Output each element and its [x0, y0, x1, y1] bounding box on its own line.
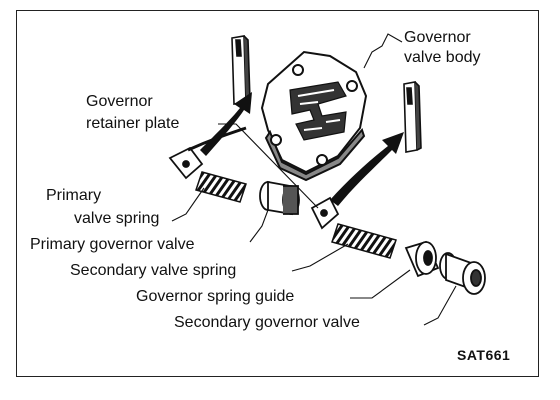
- label-governor-valve-body-line1: Governor: [404, 29, 471, 46]
- figure-code: SAT661: [457, 347, 511, 363]
- leader-secondary-spring: [291, 243, 349, 272]
- leader-primary-spring: [171, 187, 205, 222]
- retaining-pin-right: [403, 81, 422, 153]
- label-retainer-plate-line2: retainer plate: [86, 115, 180, 132]
- leader-primary-valve: [249, 209, 269, 243]
- diagram-frame: [16, 10, 539, 377]
- retaining-pin-left: [231, 35, 251, 105]
- label-secondary-valve-spring: Secondary valve spring: [70, 262, 237, 279]
- governor-retainer-plate-right: [310, 196, 340, 230]
- leader-lines: [171, 33, 457, 326]
- label-retainer-plate-line1: Governor: [86, 93, 153, 110]
- governor-spring-guide: [404, 240, 440, 278]
- secondary-valve-spring: [331, 223, 397, 259]
- primary-governor-valve: [259, 180, 300, 216]
- assembly-arrow-right: [330, 132, 404, 206]
- label-governor-spring-guide: Governor spring guide: [136, 288, 295, 305]
- leader-secondary-valve: [423, 285, 457, 326]
- governor-valve-body: [260, 50, 368, 182]
- label-secondary-governor-valve: Secondary governor valve: [174, 314, 360, 331]
- label-governor-valve-body-line2: valve body: [404, 49, 481, 66]
- label-primary-spring-line2: valve spring: [74, 210, 160, 227]
- secondary-governor-valve: [439, 252, 486, 295]
- label-primary-spring-line1: Primary: [46, 187, 102, 204]
- leader-spring-guide: [350, 269, 411, 299]
- leader-valve-body: [363, 33, 403, 69]
- primary-valve-spring: [195, 171, 247, 203]
- label-primary-governor-valve: Primary governor valve: [30, 236, 195, 253]
- leader-retainer-plate: [218, 123, 319, 209]
